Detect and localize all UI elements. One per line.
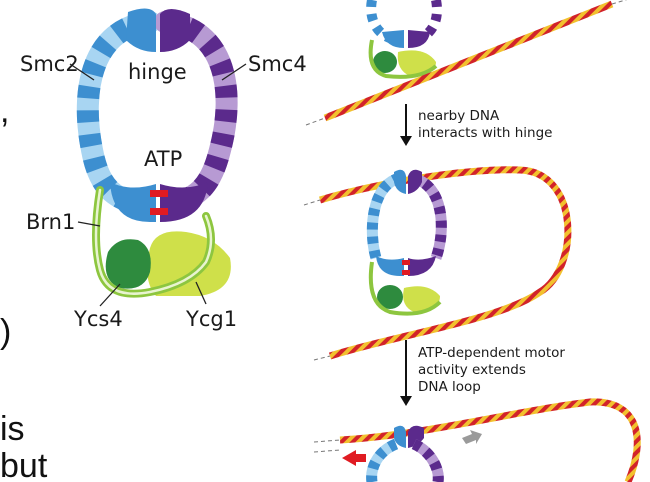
hinge-label: hinge	[128, 60, 187, 84]
smc4-head	[160, 182, 208, 222]
smc2-hinge	[126, 8, 156, 53]
slide-text-fragment: )	[0, 313, 11, 351]
ycs4-leader	[99, 283, 121, 307]
slide-text-fragment: ,	[0, 92, 9, 130]
condensin-complex: Smc2 hinge Smc4 ATP Brn1 Ycs4 Ycg1	[20, 8, 307, 331]
brn1-label: Brn1	[26, 210, 75, 234]
arrow-right-icon	[462, 430, 482, 444]
smc4-label: Smc4	[248, 52, 307, 76]
ycs4-subunit	[105, 239, 151, 289]
ycs4-label: Ycs4	[73, 307, 123, 331]
smc2-leader	[69, 63, 95, 81]
smc4-leader	[221, 63, 247, 81]
arrow-left-icon	[342, 450, 366, 466]
dna-strand	[323, 0, 614, 122]
step-initial	[305, 0, 628, 126]
step2-text: ATP-dependent motor	[418, 345, 565, 361]
slide-text-fragment: is	[0, 410, 25, 448]
atp-site	[150, 190, 168, 197]
ycg1-label: Ycg1	[185, 307, 237, 331]
dna-strand	[318, 166, 572, 360]
atp-label: ATP	[144, 147, 182, 171]
step-arrow-2: ATP-dependent motor activity extends DNA…	[400, 340, 565, 406]
smc2-label: Smc2	[20, 52, 79, 76]
step1-text: interacts with hinge	[418, 125, 552, 141]
smc2-head	[110, 182, 156, 222]
step2-text: activity extends	[418, 362, 526, 378]
atp-site	[150, 208, 168, 215]
slide-text-fragment: but	[0, 447, 48, 482]
smc4-hinge	[160, 9, 190, 52]
step-arrow-1: nearby DNA interacts with hinge	[400, 104, 552, 146]
step2-text: DNA loop	[418, 379, 481, 395]
brn1-leader	[77, 221, 101, 227]
ycg1-leader	[195, 281, 207, 305]
dna-strand	[339, 398, 641, 482]
step-loop-extended	[313, 398, 641, 482]
step-loop-forming	[303, 166, 572, 361]
step1-text: nearby DNA	[418, 108, 500, 124]
